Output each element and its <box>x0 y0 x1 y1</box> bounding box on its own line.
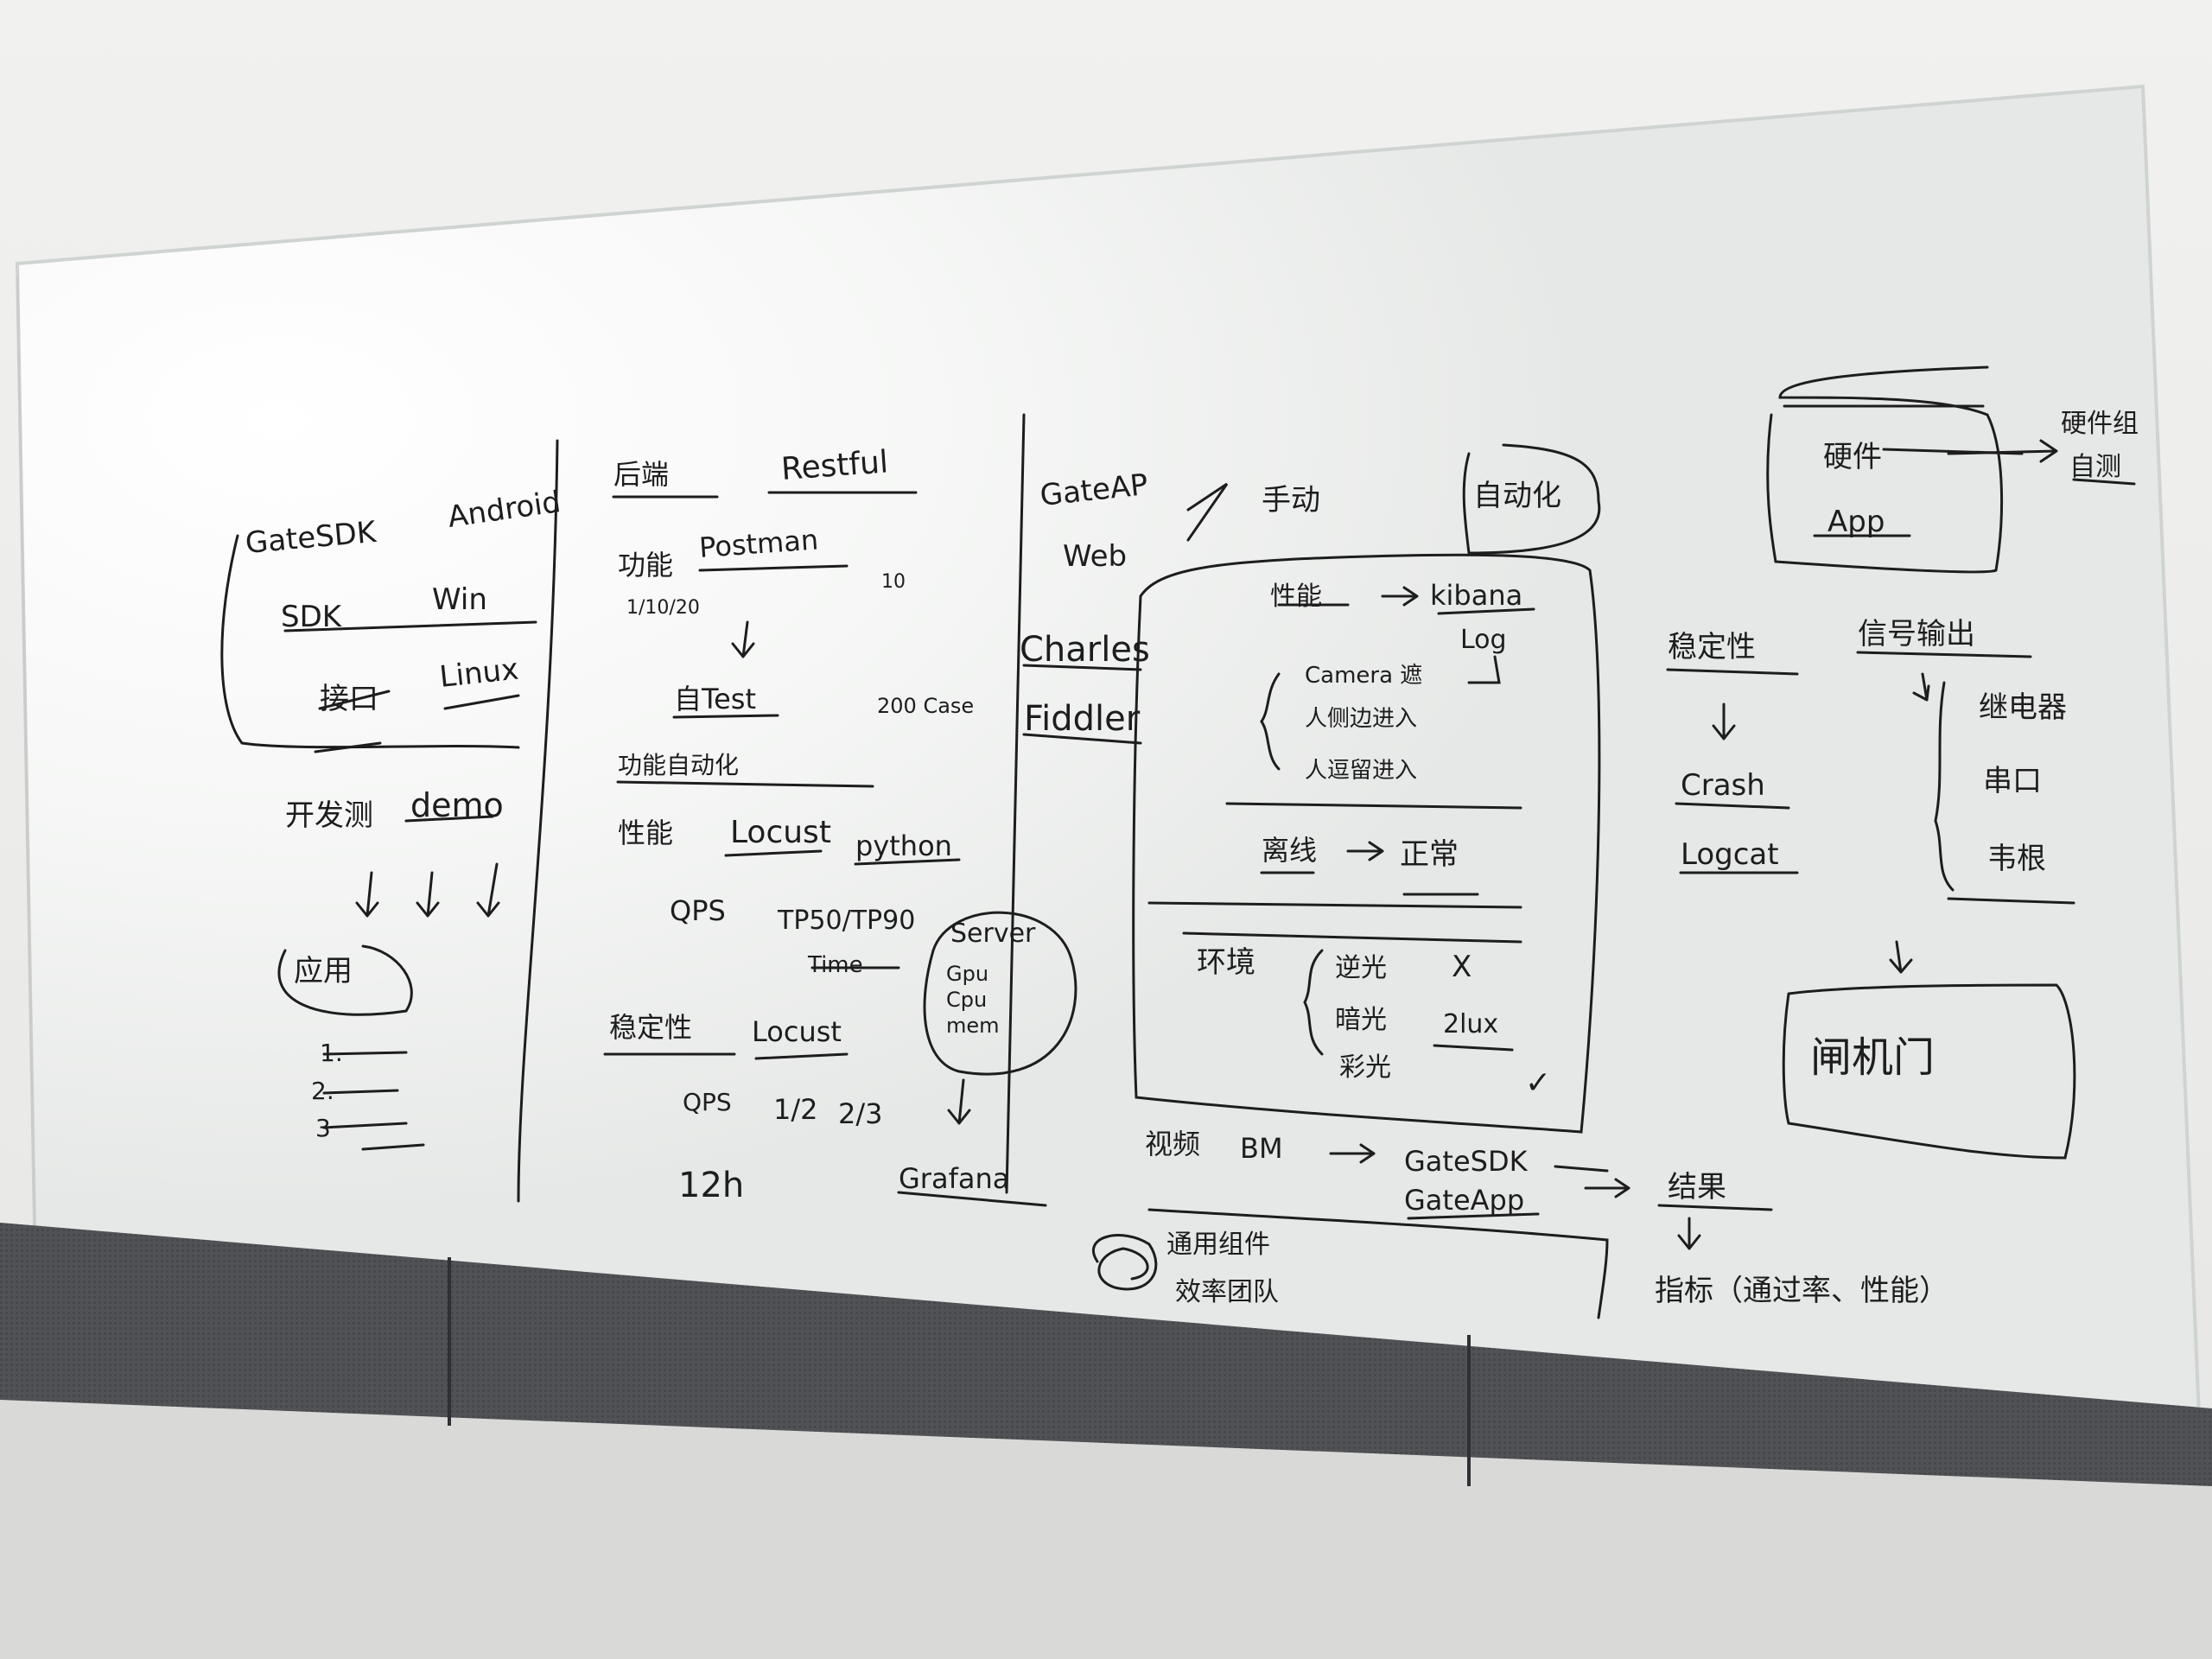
note-gongneng: 功能 <box>618 549 673 582</box>
board-rail <box>0 1223 2212 1486</box>
note-camera: Camera 遮 <box>1305 663 1422 689</box>
note-lixian: 离线 <box>1262 834 1317 867</box>
note-log: Log <box>1460 625 1507 655</box>
note-web: Web <box>1063 539 1127 574</box>
note-tongyong-1: 通用组件 <box>1166 1230 1270 1260</box>
note-locust: Locust <box>730 815 831 850</box>
note-rendi: 人逗留进入 <box>1305 758 1417 784</box>
note-zhibiao: 指标（通过率、性能） <box>1655 1274 1948 1308</box>
note-app: App <box>1827 505 1885 539</box>
note-jiekou: 接口 <box>320 682 378 716</box>
note-kaifa: 开发测 <box>285 798 373 833</box>
note-x-mark: X <box>1452 950 1471 984</box>
note-time: Time <box>807 952 863 978</box>
note-shoudong: 手动 <box>1262 483 1320 518</box>
col3-notes: GateAP Web 手动 自动化 Charles Fiddler 性能 kib… <box>1020 467 1948 1308</box>
note-yingyong: 应用 <box>294 954 353 988</box>
note-anguang: 暗光 <box>1335 1005 1387 1035</box>
note-gongneng-zidonghua: 功能自动化 <box>618 751 739 779</box>
note-two-thirds: 2/3 <box>838 1097 883 1130</box>
note-zitest: 自Test <box>674 683 756 715</box>
ink-strokes <box>220 365 2136 1319</box>
note-server: Server <box>950 918 1036 949</box>
note-houduan: 后端 <box>613 458 669 491</box>
note-shipin: 视频 <box>1145 1128 1200 1160</box>
note-gpu: Gpu <box>946 962 988 986</box>
note-list-1: 1. <box>320 1039 343 1067</box>
note-tp50-tp90: TP50/TP90 <box>777 906 915 936</box>
note-demo: demo <box>410 786 504 824</box>
note-zidonghua: 自动化 <box>1473 479 1561 513</box>
note-qps-2: QPS <box>683 1088 732 1116</box>
note-fiddler: Fiddler <box>1024 699 1141 739</box>
note-200case: 200 Case <box>877 694 974 718</box>
note-mem: mem <box>946 1014 1000 1038</box>
note-xinhao: 信号输出 <box>1858 617 1975 652</box>
note-chuankou: 串口 <box>1983 764 2042 798</box>
note-gateapp: GateApp <box>1404 1184 1524 1217</box>
note-python: python <box>855 830 952 862</box>
note-restful: Restful <box>780 444 889 487</box>
note-crash: Crash <box>1681 768 1765 803</box>
note-rence: 人侧边进入 <box>1305 706 1417 732</box>
col4-notes: 硬件 App 硬件组 自测 稳定性 Crash Logcat 信号输出 继电器 … <box>1668 409 2139 1082</box>
note-niguang: 逆光 <box>1335 953 1387 983</box>
col1-notes: GateSDK Android SDK Win Linux 接口 开发测 dem… <box>244 485 563 1142</box>
note-half: 1/2 <box>773 1093 818 1126</box>
note-zice: 自测 <box>2069 452 2121 482</box>
note-12h: 12h <box>678 1166 744 1205</box>
note-ten: 10 <box>881 571 906 593</box>
note-tongyong-2: 效率团队 <box>1175 1277 1279 1307</box>
note-2lux: 2lux <box>1443 1009 1498 1039</box>
note-zhengchang: 正常 <box>1400 837 1459 872</box>
note-gatesdk-2: GateSDK <box>1404 1145 1529 1178</box>
note-wendingxing: 稳定性 <box>609 1011 692 1044</box>
note-logcat: Logcat <box>1681 837 1779 872</box>
board-seam <box>16 276 36 1228</box>
note-small-1-10-20: 1/10/20 <box>626 597 700 619</box>
note-list-2: 2. <box>311 1077 334 1105</box>
whiteboard <box>15 84 2202 1420</box>
note-jidianqi: 继电器 <box>1979 690 2067 725</box>
note-xingneng: 性能 <box>1270 582 1322 612</box>
note-yingjian: 硬件 <box>1823 440 1882 474</box>
note-win: Win <box>432 582 487 617</box>
note-charles: Charles <box>1020 630 1150 670</box>
note-list-3: 3 <box>315 1114 331 1142</box>
note-xingneng: 性能 <box>618 817 673 849</box>
note-sdk: SDK <box>281 600 343 634</box>
note-jieguo: 结果 <box>1668 1170 1726 1205</box>
note-grafana: Grafana <box>899 1162 1009 1195</box>
note-zhaji: 闸机门 <box>1810 1033 1935 1082</box>
note-bm: BM <box>1240 1132 1283 1165</box>
note-yingjianzu: 硬件组 <box>2061 409 2139 439</box>
note-kibana: kibana <box>1430 579 1522 612</box>
note-qps: QPS <box>670 894 726 927</box>
lower-wall <box>0 1391 2212 1659</box>
note-checkmark: ✓ <box>1525 1065 1551 1101</box>
note-weigen: 韦根 <box>1987 842 2046 876</box>
note-huanjing: 环境 <box>1197 945 1255 980</box>
note-cpu: Cpu <box>946 988 987 1012</box>
note-linux: Linux <box>438 652 520 695</box>
note-locust-2: Locust <box>752 1015 842 1048</box>
note-caiguang: 彩光 <box>1339 1052 1391 1083</box>
col2-notes: 后端 Restful 功能 Postman 1/10/20 10 自Test 2… <box>609 444 1036 1205</box>
note-wendingxing-2: 稳定性 <box>1668 630 1756 664</box>
